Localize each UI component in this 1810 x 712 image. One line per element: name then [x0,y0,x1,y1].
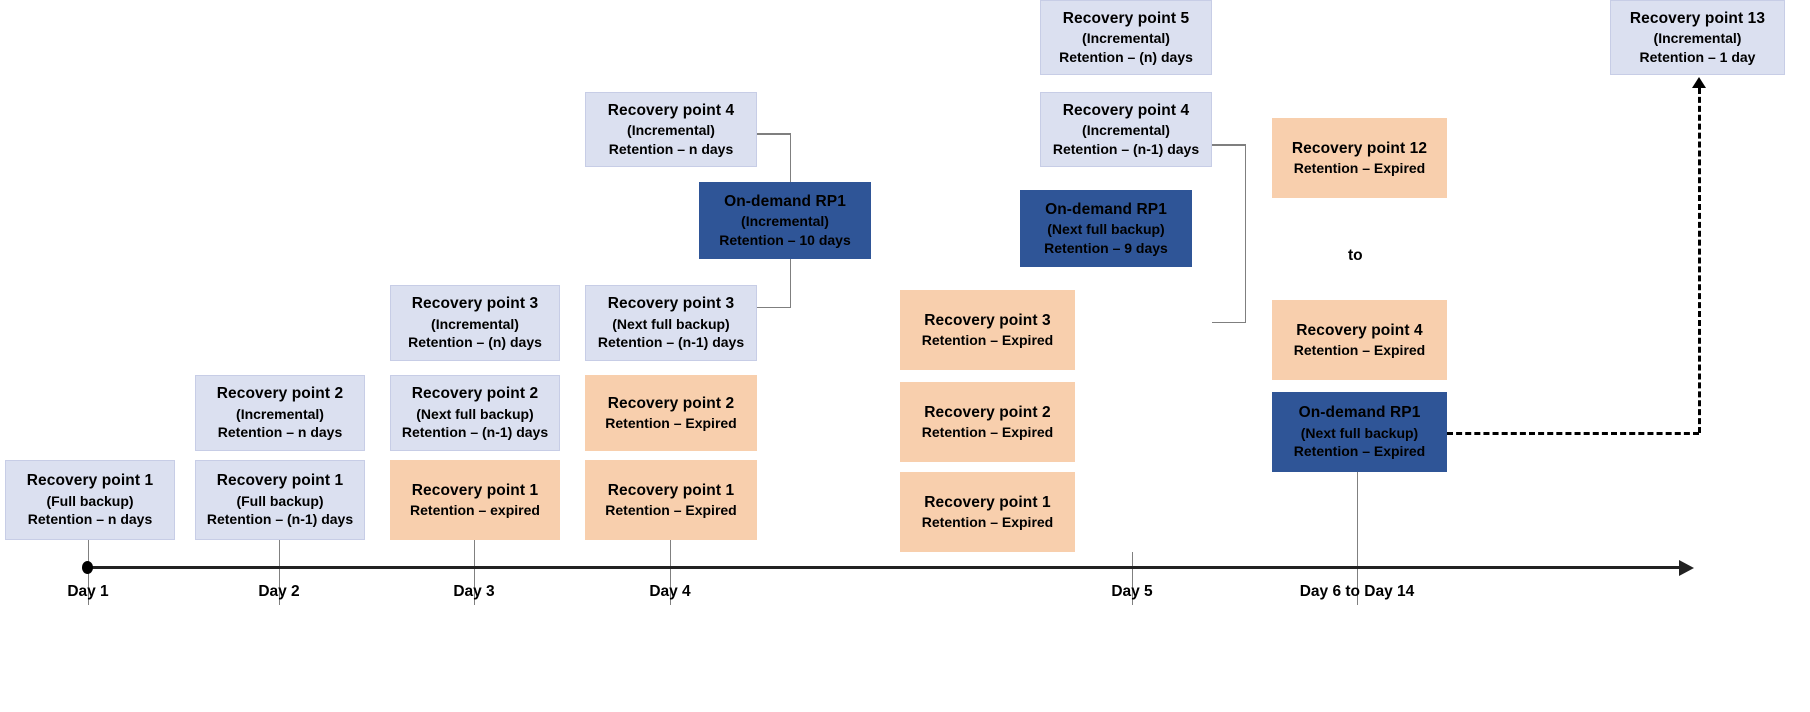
connector-day4-top-horizontal [757,133,791,135]
box-title: Recovery point 13 [1629,9,1766,27]
connector-day5-bottom-horizontal [1212,321,1246,323]
box-day2-recovery-point-1[interactable]: Recovery point 1 (Full backup) Retention… [195,460,365,540]
axis-tick-day4 [670,540,671,605]
box-day4-recovery-point-1[interactable]: Recovery point 1 Retention – Expired [585,460,757,540]
box-type: (Incremental) [431,315,519,332]
box-title: Recovery point 4 [1062,101,1190,119]
ellipsis-to-label: to [1348,247,1363,264]
box-retention: Retention – (n-1) days [206,511,354,528]
box-retention: Retention – Expired [605,501,737,518]
axis-tick-day6to14 [1357,472,1358,605]
box-title: Recovery point 2 [924,403,1051,421]
box-title: Recovery point 1 [216,472,344,490]
box-day2-recovery-point-2[interactable]: Recovery point 2 (Incremental) Retention… [195,375,365,451]
axis-label-day5: Day 5 [1111,583,1153,600]
dashed-connector-arrowhead [1692,77,1706,88]
box-title: Recovery point 1 [411,481,539,499]
box-day4-recovery-point-3[interactable]: Recovery point 3 (Next full backup) Rete… [585,285,757,361]
box-retention: Retention – Expired [921,331,1054,348]
box-retention: Retention – (n) days [1059,48,1193,65]
box-retention: Retention – (n-1) days [401,424,549,441]
connector-day4-bottom-horizontal [757,306,791,308]
axis-label-day1: Day 1 [67,583,109,600]
box-retention: Retention – Expired [921,513,1054,530]
box-retention: Retention – Expired [605,414,737,431]
box-title: On-demand RP1 [1298,404,1421,422]
box-title: Recovery point 1 [924,493,1051,511]
box-retention: Retention – expired [410,501,540,518]
box-day3-recovery-point-2[interactable]: Recovery point 2 (Next full backup) Rete… [390,375,560,451]
box-type: (Incremental) [1082,30,1170,47]
box-day4-on-demand-rp1[interactable]: On-demand RP1 (Incremental) Retention – … [699,182,871,259]
box-title: Recovery point 4 [1296,321,1423,339]
box-type: (Incremental) [627,122,715,139]
box-retention: Retention – (n-1) days [597,334,745,351]
box-title: Recovery point 12 [1291,139,1428,157]
timeline-start-dot [82,561,93,574]
box-type: (Full backup) [46,492,134,509]
box-title: Recovery point 3 [924,311,1051,329]
box-type: (Next full backup) [612,315,730,332]
box-day4-recovery-point-2[interactable]: Recovery point 2 Retention – Expired [585,375,757,451]
connector-day5-vertical [1244,144,1246,323]
box-retention: Retention – (n) days [408,334,542,351]
box-day1-recovery-point-1[interactable]: Recovery point 1 (Full backup) Retention… [5,460,175,540]
axis-tick-day3 [474,540,475,605]
box-type: (Next full backup) [1300,424,1419,441]
box-day5-on-demand-rp1[interactable]: On-demand RP1 (Next full backup) Retenti… [1020,190,1192,267]
box-type: (Next full backup) [1047,221,1165,238]
axis-tick-day2 [279,540,280,605]
axis-tick-day5 [1132,552,1133,605]
box-retention: Retention – 9 days [1044,239,1168,256]
timeline-axis [88,566,1680,569]
box-day5-recovery-point-2[interactable]: Recovery point 2 Retention – Expired [900,382,1075,462]
box-day5-recovery-point-4[interactable]: Recovery point 4 (Incremental) Retention… [1040,92,1212,167]
box-day5-recovery-point-1[interactable]: Recovery point 1 Retention – Expired [900,472,1075,552]
box-type: (Incremental) [741,213,829,230]
box-title: Recovery point 4 [607,101,735,119]
dashed-connector-horizontal [1447,432,1699,435]
box-day6to14-on-demand-rp1[interactable]: On-demand RP1 (Next full backup) Retenti… [1272,392,1447,472]
box-day5-recovery-point-3[interactable]: Recovery point 3 Retention – Expired [900,290,1075,370]
box-retention: Retention – n days [217,424,343,441]
box-type: (Next full backup) [416,405,534,422]
box-day5-recovery-point-5[interactable]: Recovery point 5 (Incremental) Retention… [1040,0,1212,75]
box-retention: Retention – Expired [1293,341,1426,358]
axis-label-day3: Day 3 [453,583,495,600]
dashed-connector-vertical [1697,88,1701,433]
box-title: On-demand RP1 [1045,200,1167,218]
box-type: (Incremental) [1653,30,1742,47]
box-retention: Retention – Expired [921,423,1054,440]
box-retention: Retention – n days [27,511,153,528]
axis-label-day2: Day 2 [258,583,300,600]
box-title: Recovery point 2 [607,394,735,412]
box-day6to14-recovery-point-4[interactable]: Recovery point 4 Retention – Expired [1272,300,1447,380]
axis-label-day6to14: Day 6 to Day 14 [1299,583,1415,600]
box-retention: Retention – 1 day [1639,48,1756,65]
box-title: Recovery point 1 [607,481,735,499]
box-day4-recovery-point-4[interactable]: Recovery point 4 (Incremental) Retention… [585,92,757,167]
box-title: Recovery point 3 [607,295,735,313]
box-title: Recovery point 5 [1062,9,1190,27]
box-title: On-demand RP1 [724,192,846,210]
box-day6to14-recovery-point-12[interactable]: Recovery point 12 Retention – Expired [1272,118,1447,198]
box-type: (Incremental) [236,405,324,422]
box-title: Recovery point 1 [26,472,154,490]
box-day3-recovery-point-3[interactable]: Recovery point 3 (Incremental) Retention… [390,285,560,361]
box-title: Recovery point 2 [411,385,539,403]
box-retention: Retention – (n-1) days [1052,140,1200,157]
box-retention: Retention – n days [608,140,734,157]
box-retention: Retention – 10 days [719,231,851,248]
box-day6to14-recovery-point-13[interactable]: Recovery point 13 (Incremental) Retentio… [1610,0,1785,75]
box-retention: Retention – Expired [1293,159,1426,176]
axis-label-day4: Day 4 [649,583,691,600]
box-type: (Incremental) [1082,122,1170,139]
box-retention: Retention – Expired [1293,443,1426,460]
box-title: Recovery point 2 [216,385,344,403]
connector-day5-top-horizontal [1212,144,1246,146]
box-day3-recovery-point-1[interactable]: Recovery point 1 Retention – expired [390,460,560,540]
timeline-arrowhead [1679,559,1694,576]
box-title: Recovery point 3 [411,295,539,313]
box-type: (Full backup) [236,492,324,509]
